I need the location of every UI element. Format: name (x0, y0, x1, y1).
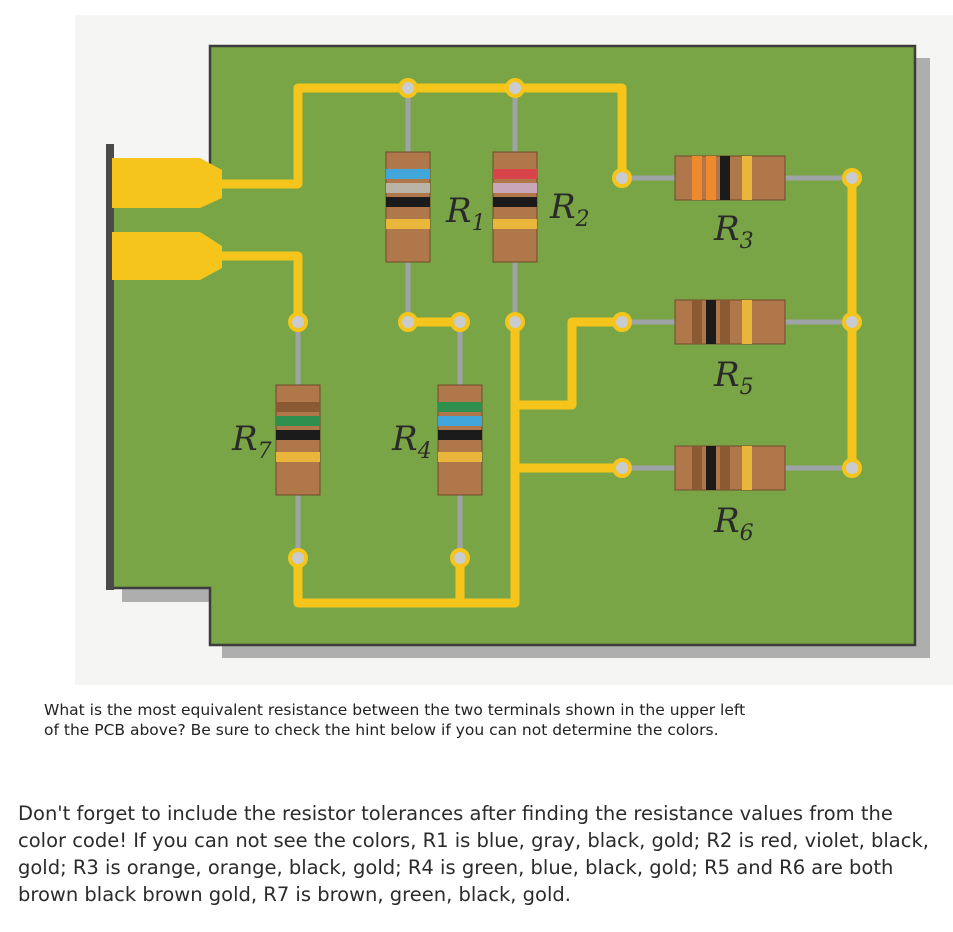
color-band (706, 446, 716, 490)
color-band (742, 156, 752, 200)
label-r6: R6 (713, 501, 754, 546)
label-r2: R2 (549, 187, 590, 232)
color-band (493, 197, 537, 207)
color-band (706, 156, 716, 200)
solder-pad (450, 548, 470, 568)
solder-pad (450, 312, 470, 332)
solder-pad (505, 312, 525, 332)
color-band (720, 300, 730, 344)
color-band (438, 416, 482, 426)
color-band (706, 300, 716, 344)
solder-pad (612, 458, 632, 478)
resistor-labels: R1 R2 R3 R4 R5 R6 R7 (231, 187, 754, 546)
color-band (692, 300, 702, 344)
solder-pad (288, 312, 308, 332)
color-band (720, 156, 730, 200)
color-band (386, 219, 430, 229)
label-r4: R4 (391, 419, 432, 464)
color-band (692, 156, 702, 200)
color-band (742, 446, 752, 490)
color-band (438, 452, 482, 462)
resistor-r7 (275, 384, 321, 496)
color-band (386, 169, 430, 179)
color-band (720, 446, 730, 490)
solder-pad (505, 78, 525, 98)
color-band (276, 452, 320, 462)
solder-pad (612, 312, 632, 332)
resistor-r3 (674, 155, 786, 201)
solder-pads (288, 78, 862, 568)
resistor-r6 (674, 445, 786, 491)
resistors (275, 151, 786, 496)
label-r7: R7 (231, 419, 272, 464)
question-text: What is the most equivalent resistance b… (44, 701, 746, 739)
solder-pad (842, 458, 862, 478)
solder-pad (842, 312, 862, 332)
color-band (493, 219, 537, 229)
resistor-r2 (492, 151, 538, 263)
color-band (438, 402, 482, 412)
label-r5: R5 (713, 355, 754, 400)
solder-pad (612, 168, 632, 188)
solder-pad (842, 168, 862, 188)
color-band (493, 169, 537, 179)
solder-pad (398, 78, 418, 98)
color-band (276, 416, 320, 426)
terminal-pads (112, 158, 222, 280)
color-band (276, 430, 320, 440)
color-band (742, 300, 752, 344)
resistor-r5 (674, 299, 786, 345)
solder-pad (288, 548, 308, 568)
color-band (493, 183, 537, 193)
solder-pad (398, 312, 418, 332)
color-band (386, 197, 430, 207)
color-band (438, 430, 482, 440)
color-band (692, 446, 702, 490)
pcb-circuit-figure: R1 R2 R3 R4 R5 R6 R7 (75, 15, 953, 685)
hint-text: Don't forget to include the resistor tol… (18, 802, 929, 906)
label-r1: R1 (445, 191, 486, 236)
resistor-r1 (385, 151, 431, 263)
color-band (386, 183, 430, 193)
label-r3: R3 (713, 209, 754, 254)
color-band (276, 402, 320, 412)
resistor-r4 (437, 384, 483, 496)
